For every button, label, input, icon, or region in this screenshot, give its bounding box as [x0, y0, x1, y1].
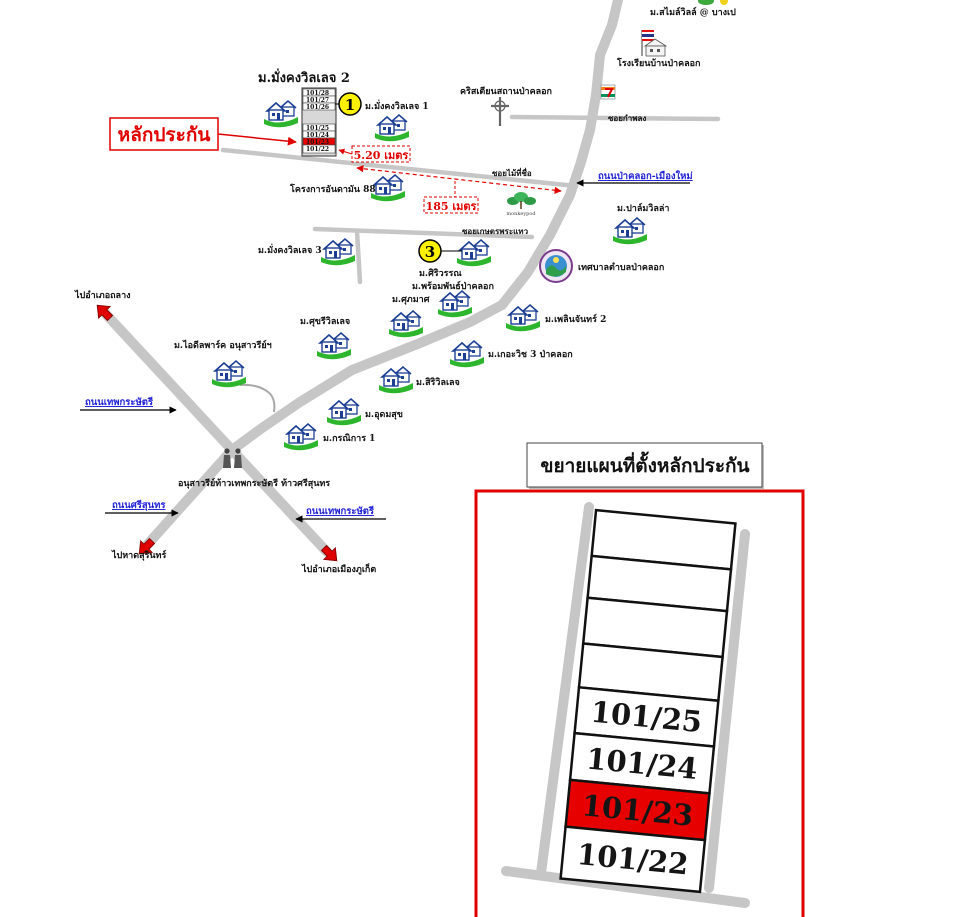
house-icon: [326, 398, 362, 426]
collateral-callout-arrow: [217, 133, 297, 146]
label-si-sunthon-road: ถนนศรีสุนทร: [112, 499, 166, 511]
small-lot-number: 101/22: [306, 146, 329, 153]
number-marker-icon: 3: [418, 239, 462, 263]
label-to-thalang: ไปอำเภอถลาง: [74, 289, 131, 301]
side-branch-road: [354, 228, 363, 285]
small-lot-number: 101/25: [306, 125, 329, 132]
marker-number: 3: [425, 243, 435, 261]
house-icon: [370, 174, 406, 202]
small-lot-plan: 101/28 101/27 101/26 101/25 101/24 101/2…: [301, 87, 337, 157]
label-ideal-park: ม.ไอดีลพาร์ค อนุสาวรีย์ฯ: [174, 339, 272, 351]
label-mungkong-1: ม.มั่งคงวิลเลจ 1: [365, 99, 429, 112]
cross-icon: [491, 97, 509, 126]
label-sukree-village: ม.ศุขรีวิลเลจ: [300, 316, 350, 327]
collateral-callout-label: หลักประกัน: [118, 124, 211, 146]
label-to-surin-beach: ไปหาดสุรินทร์: [111, 549, 166, 561]
label-kowich-3: ม.เกอะวิช 3 ป่าคลอก: [488, 349, 573, 360]
label-suphamat: ม.ศุภมาศ: [392, 295, 430, 305]
label-siriwan: ม.ศิริวรรณ: [419, 268, 462, 279]
frontage-arrow: [338, 148, 353, 155]
distance-box: [423, 196, 479, 214]
house-icon: [211, 360, 247, 388]
logo-text: monkeypod: [506, 211, 536, 217]
label-school: โรงเรียนบ้านป่าคลอก: [616, 57, 700, 69]
small-lot-cell: [302, 144, 336, 154]
label-smile-ville: ม.สไมล์วิลล์ @ บางเป: [650, 6, 736, 18]
label-palm-villa: ม.ปาล์มวิลล่า: [617, 202, 669, 214]
inset-frame: [474, 489, 805, 917]
label-monument: อนุสาวรีย์ท้าวเทพกระษัตรี ท้าวศรีสุนทร: [178, 477, 330, 489]
distance-label: 185 เมตร: [426, 200, 477, 213]
label-thep-krasattri-south-road: ถนนเทพกระษัตรี: [306, 505, 375, 517]
inset-title: ขยายแผนที่ตั้งหลักประกัน: [526, 442, 764, 489]
label-udomsuk: ม.อุดมสุข: [365, 410, 403, 420]
label-promphan: ม.พร้อมพันธ์ป่าคลอก: [412, 280, 494, 292]
label-church: คริสเตียนสถานป่าคลอก: [460, 86, 552, 97]
monument-icon: [223, 448, 242, 468]
house-icon: [378, 366, 414, 394]
distance-line: [356, 165, 562, 194]
label-kornnika-1: ม.กรณิการ 1: [323, 433, 375, 444]
label-soi-mai: ซอยไม้ที่ชื่อ: [492, 167, 532, 178]
soi-kaset-road: [312, 226, 535, 240]
school-icon: [641, 30, 668, 57]
small-lot-number: 101/24: [306, 132, 329, 139]
marker-number: 1: [345, 96, 355, 114]
label-andaman-88: โครงการอันดามัน 88: [289, 183, 376, 195]
small-lot-number: 101/23: [306, 139, 329, 146]
frontage-label: 5.20 เมตร: [354, 149, 409, 162]
inset-title-text: ขยายแผนที่ตั้งหลักประกัน: [540, 451, 749, 477]
label-municipality: เทศบาลตำบลป่าคลอก: [578, 262, 664, 273]
inset-road-bottom: [501, 866, 750, 908]
inset-lot-plan: 101/25 101/24 101/23 101/22: [559, 508, 737, 894]
label-ploenchan-2: ม.เพลินจันทร์ 2: [545, 313, 606, 325]
label-thep-krasattri-west-road: ถนนเทพกระษัตรี: [85, 396, 154, 408]
house-icon: [388, 310, 424, 338]
inset-roads: [501, 502, 750, 908]
soi-kamphon-road: [509, 114, 721, 122]
number-marker-icon: 1: [335, 92, 362, 116]
house-icon: [449, 340, 485, 368]
house-icon: [263, 100, 299, 128]
small-lot-cell: [302, 102, 336, 111]
inset-road-left: [536, 502, 594, 878]
house-icon: [374, 114, 410, 142]
label-soi-kamphon: ซอยกำพลง: [608, 113, 646, 123]
label-pa-khlok-mueang-mai-road: ถนนป่าคลอก-เมืองใหม่: [598, 170, 693, 182]
house-icon: [456, 239, 492, 267]
house-icon: [612, 217, 648, 245]
red-direction-arrow-icon: [96, 304, 114, 322]
partial-logo-icon: [698, 0, 728, 5]
municipality-seal-icon: [539, 249, 573, 283]
small-lot-number: 101/27: [306, 97, 329, 104]
stream-line: [239, 383, 276, 413]
house-icon: [316, 332, 352, 360]
small-lot-number: 101/28: [306, 90, 329, 97]
seven-eleven-icon: [600, 84, 616, 100]
house-icon: [283, 423, 319, 451]
label-siri-village: ม.สิริวิลเลจ: [416, 377, 460, 388]
inset-lot-box: [559, 825, 707, 894]
label-mungkong-3: ม.มั่งคงวิลเลจ 3: [258, 243, 322, 256]
small-lot-number: 101/26: [306, 104, 329, 111]
inset-road-right: [704, 529, 750, 893]
label-soi-kaset: ซอยเกษตรพระแทว: [462, 226, 529, 236]
label-mungkong-2: ม.มั่งคงวิลเลจ 2: [258, 68, 350, 86]
house-icon: [320, 238, 356, 266]
tree-logo-icon: monkeypod: [506, 192, 536, 217]
collateral-callout-box: [109, 117, 219, 151]
house-icon: [437, 290, 473, 318]
label-to-mueang-phuket: ไปอำเภอเมืองภูเก็ต: [301, 562, 376, 575]
house-icon: [505, 304, 541, 332]
red-direction-arrow-icon: [138, 537, 156, 555]
main-road: [142, 0, 623, 550]
red-direction-arrow-icon: [320, 544, 338, 562]
